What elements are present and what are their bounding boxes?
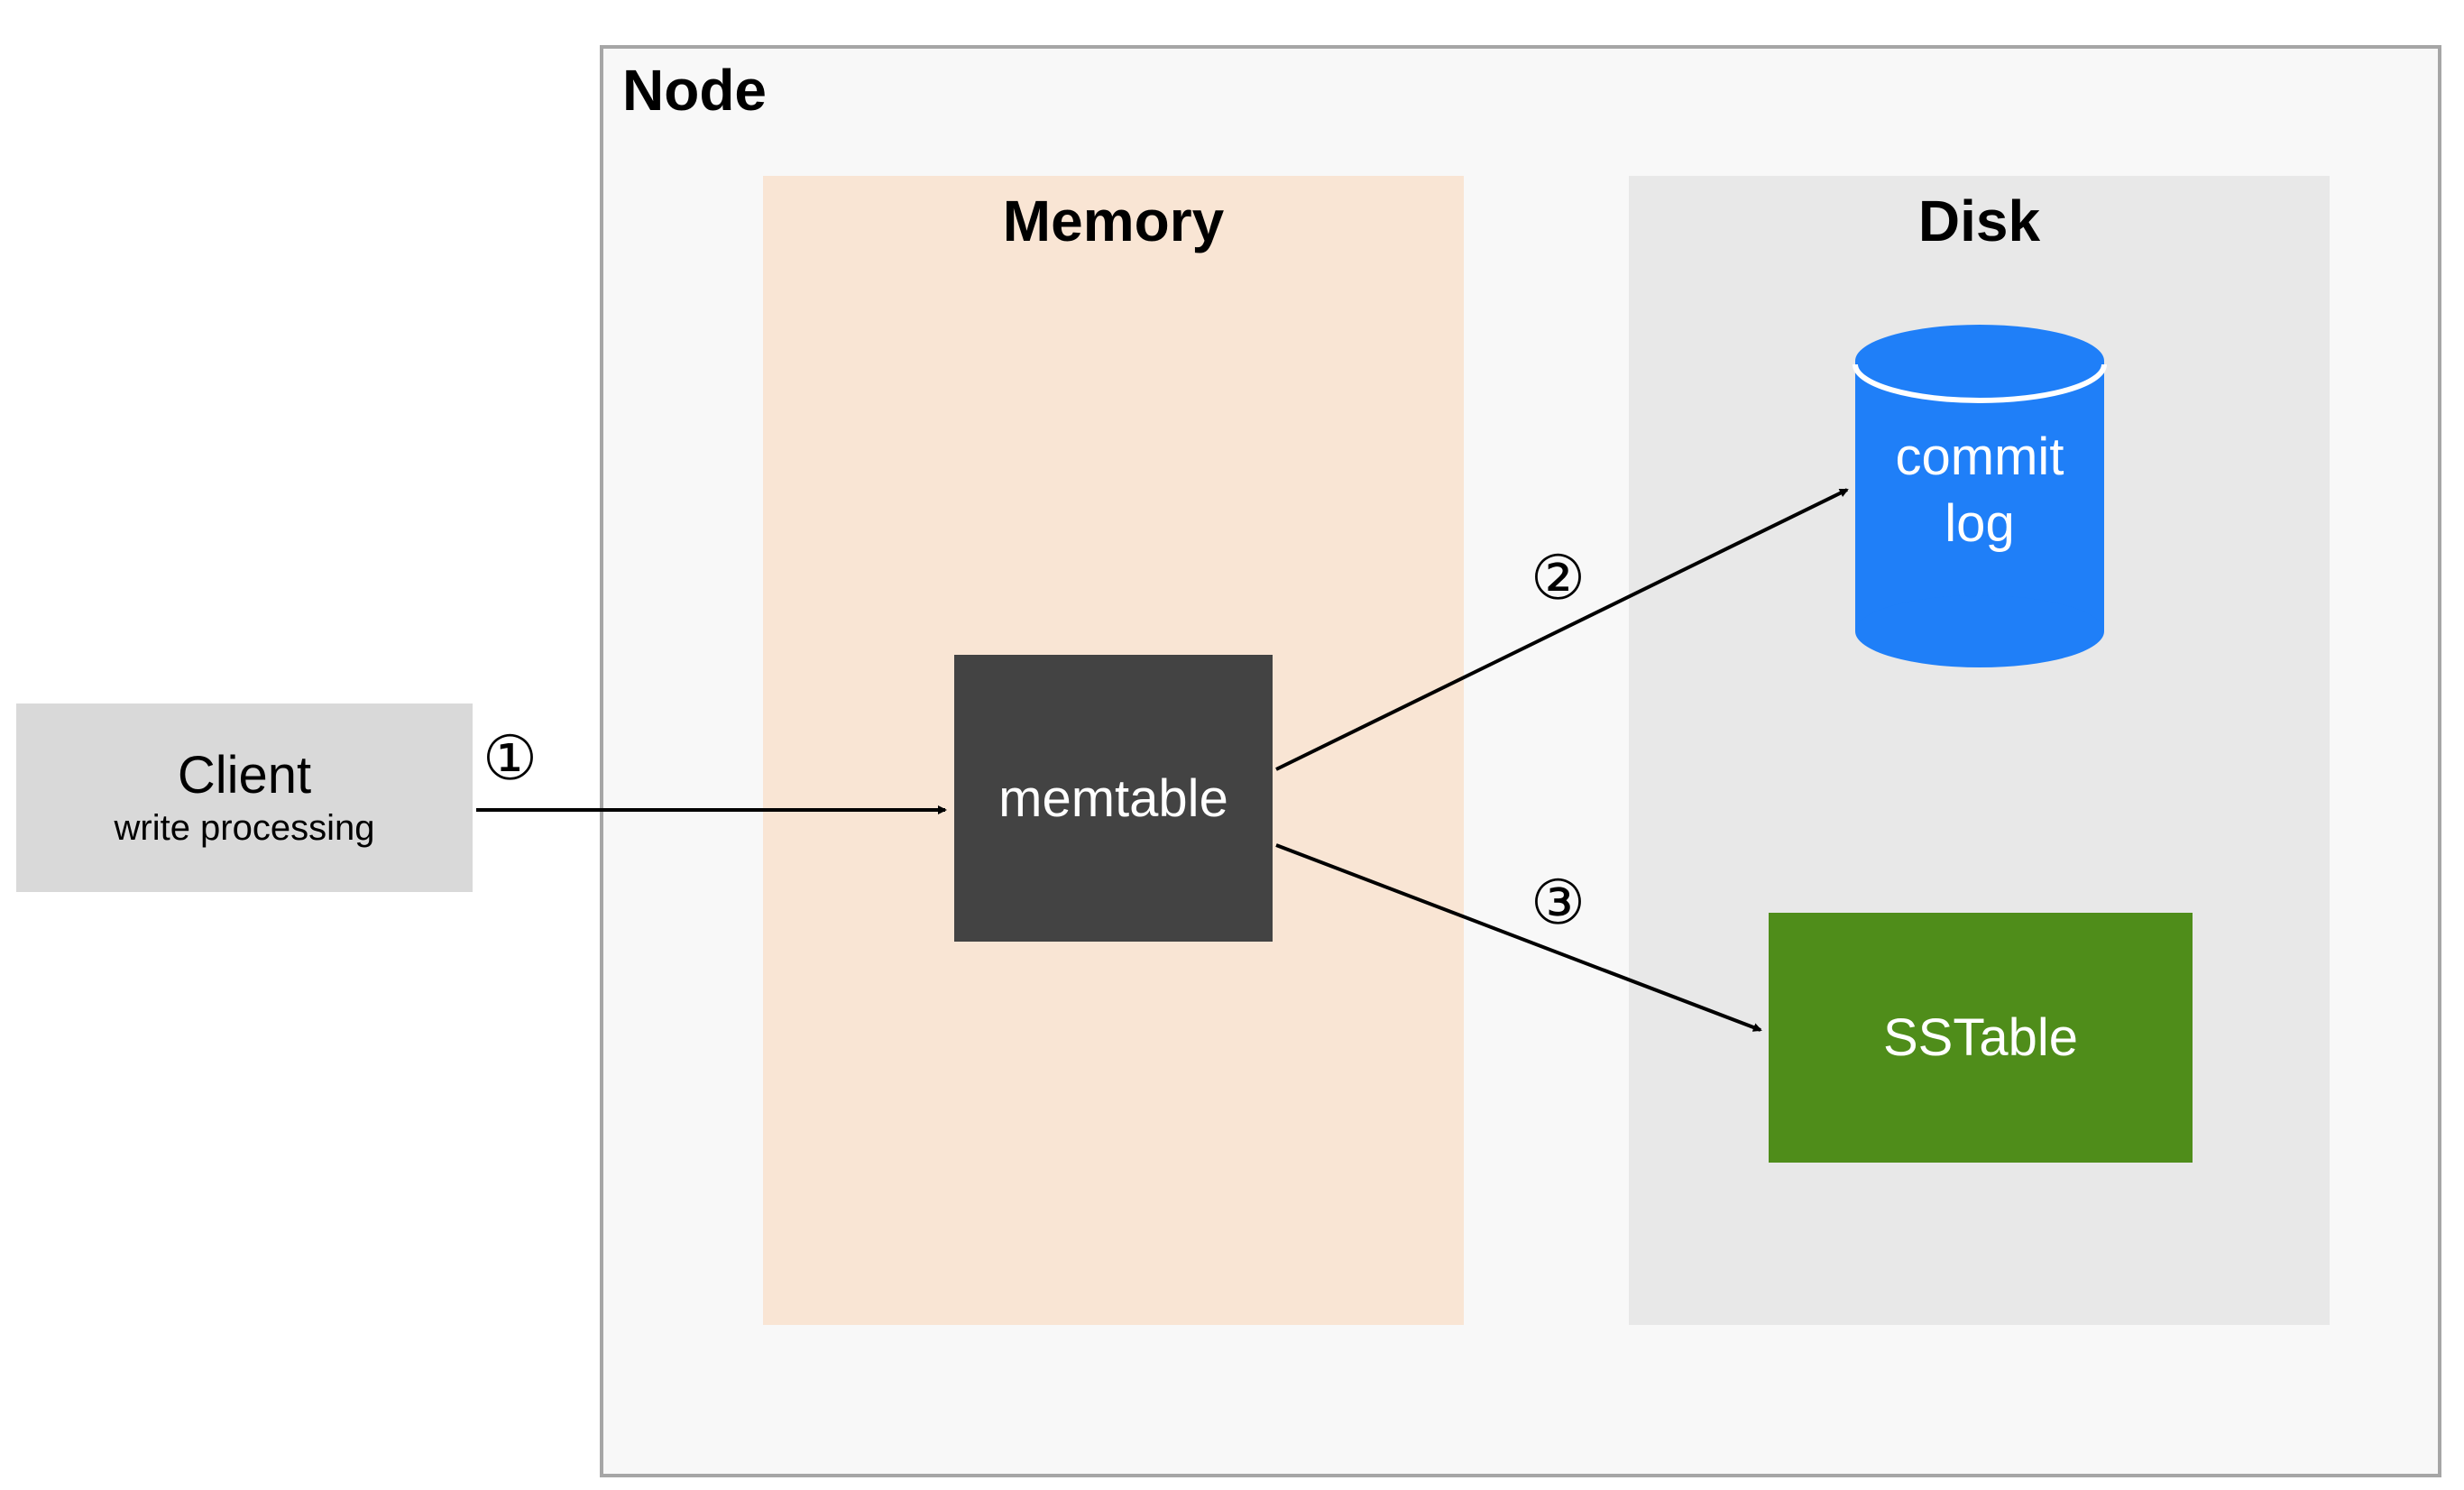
client-sublabel: write processing xyxy=(114,807,375,848)
memory-title: Memory xyxy=(1002,189,1225,253)
step-2-marker: ② xyxy=(1531,543,1586,614)
sstable-label: SSTable xyxy=(1882,1008,2079,1067)
client-label: Client xyxy=(177,746,312,805)
node-title: Node xyxy=(622,58,767,123)
sstable-box: SSTable xyxy=(1769,913,2193,1163)
commit-log-line1: commit xyxy=(1895,428,2064,486)
commit-log-label: commit log xyxy=(1855,424,2104,557)
disk-title: Disk xyxy=(1917,189,2041,253)
step-3-marker: ③ xyxy=(1531,868,1586,939)
client-box: Client write processing xyxy=(16,704,473,892)
step-1-marker: ① xyxy=(483,723,538,795)
memtable-box: memtable xyxy=(954,655,1273,942)
memtable-label: memtable xyxy=(998,768,1228,828)
commit-log-line2: log xyxy=(1945,494,2015,554)
